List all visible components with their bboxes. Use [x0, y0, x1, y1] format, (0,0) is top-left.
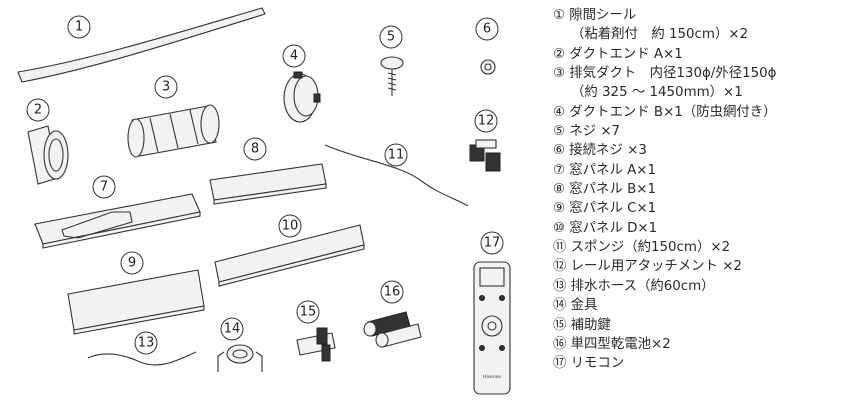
parts-list-item-13: ⑬ 排水ホース（約60cm）: [553, 278, 715, 294]
parts-list-item-16: ⑯ 単四型乾電池×2: [553, 336, 671, 352]
callout-16: 16: [380, 280, 404, 304]
parts-list-item-3: ③ 排気ダクト 内径130ɸ/外径150ɸ: [553, 66, 777, 82]
remote-control-drawing: Hisense: [473, 261, 511, 395]
callout-5: 5: [379, 25, 403, 49]
rail-attachment-drawing: [469, 139, 501, 172]
callout-17: 17: [480, 231, 504, 255]
svg-text:1: 1: [75, 20, 83, 35]
callout-15: 15: [296, 300, 320, 324]
callout-4: 4: [282, 44, 306, 68]
drain-hose-drawing: [87, 351, 197, 366]
svg-text:5: 5: [387, 30, 395, 45]
batteries-drawing: [363, 311, 422, 348]
callout-6: 6: [475, 17, 499, 41]
svg-text:11: 11: [388, 148, 405, 163]
parts-list-item-1-sub: （粘着剤付 約 150cm）×2: [571, 27, 749, 43]
svg-text:2: 2: [34, 103, 42, 118]
window-panel-b-drawing: [209, 163, 327, 205]
parts-list-item-4: ④ ダクトエンド B×1（防虫網付き）: [553, 104, 777, 120]
svg-text:10: 10: [282, 219, 299, 234]
callout-9: 9: [120, 251, 144, 275]
callout-12: 12: [474, 109, 498, 133]
window-panel-a-drawing: [34, 193, 201, 249]
parts-list-item-7: ⑦ 窓パネル A×1: [553, 162, 656, 178]
parts-list-item-1: ① 隙間シール: [553, 8, 637, 23]
svg-text:13: 13: [138, 336, 155, 351]
parts-list-item-8: ⑧ 窓パネル B×1: [553, 182, 657, 198]
connect-screw-drawing: [480, 59, 496, 75]
window-panel-c-drawing: [67, 269, 205, 335]
sponge-drawing: [324, 144, 469, 207]
duct-end-b-drawing: [283, 71, 321, 123]
parts-list: ① 隙間シール （粘着剤付 約 150cm）×2 ② ダクトエンド A×1 ③ …: [553, 6, 859, 374]
window-panel-d-drawing: [214, 224, 365, 287]
svg-text:4: 4: [290, 49, 298, 64]
svg-text:12: 12: [478, 114, 495, 129]
svg-text:16: 16: [384, 285, 401, 300]
parts-list-item-3-sub: （約 325 ～ 1450mm）×1: [571, 85, 743, 101]
svg-text:7: 7: [100, 180, 108, 195]
parts-list-item-10: ⑩ 窓パネル D×1: [553, 220, 658, 236]
exhaust-duct-drawing: [127, 104, 220, 158]
parts-list-item-6: ⑥ 接続ネジ ×3: [553, 143, 647, 159]
remote-brand: Hisense: [483, 374, 501, 380]
parts-list-item-14: ⑭ 金具: [553, 298, 598, 314]
callout-8: 8: [243, 137, 267, 161]
callout-11: 11: [384, 143, 408, 167]
metal-fitting-drawing: [217, 344, 263, 372]
callout-10: 10: [278, 214, 302, 238]
callout-3: 3: [154, 75, 178, 99]
callout-2: 2: [26, 98, 50, 122]
svg-text:8: 8: [251, 142, 259, 157]
gap-seal-drawing: [17, 7, 266, 83]
callout-1: 1: [67, 15, 91, 39]
parts-illustration: Hisense 1 2 3 4 5 6 7 8 9 10 11 12 13 14…: [17, 7, 511, 395]
callout-14: 14: [220, 317, 244, 341]
parts-list-item-9: ⑨ 窓パネル C×1: [553, 201, 657, 217]
parts-list-item-2: ② ダクトエンド A×1: [553, 46, 683, 62]
auxiliary-lock-drawing: [296, 327, 336, 362]
svg-text:6: 6: [483, 22, 491, 37]
callout-13: 13: [134, 331, 158, 355]
screw-drawing: [380, 56, 404, 96]
duct-end-a-drawing: [27, 125, 69, 185]
parts-list-item-15: ⑮ 補助鍵: [553, 317, 611, 333]
parts-list-item-17: ⑰ リモコン: [553, 356, 625, 372]
callout-7: 7: [92, 175, 116, 199]
parts-list-item-5: ⑤ ネジ ×7: [553, 124, 621, 140]
parts-list-item-11: ⑪ スポンジ（約150cm）×2: [553, 240, 731, 256]
parts-list-item-12: ⑫ レール用アタッチメント ×2: [553, 259, 742, 275]
svg-text:9: 9: [128, 256, 136, 271]
svg-text:14: 14: [224, 322, 241, 337]
svg-text:15: 15: [300, 305, 317, 320]
svg-text:17: 17: [484, 236, 501, 251]
svg-text:3: 3: [162, 80, 170, 95]
